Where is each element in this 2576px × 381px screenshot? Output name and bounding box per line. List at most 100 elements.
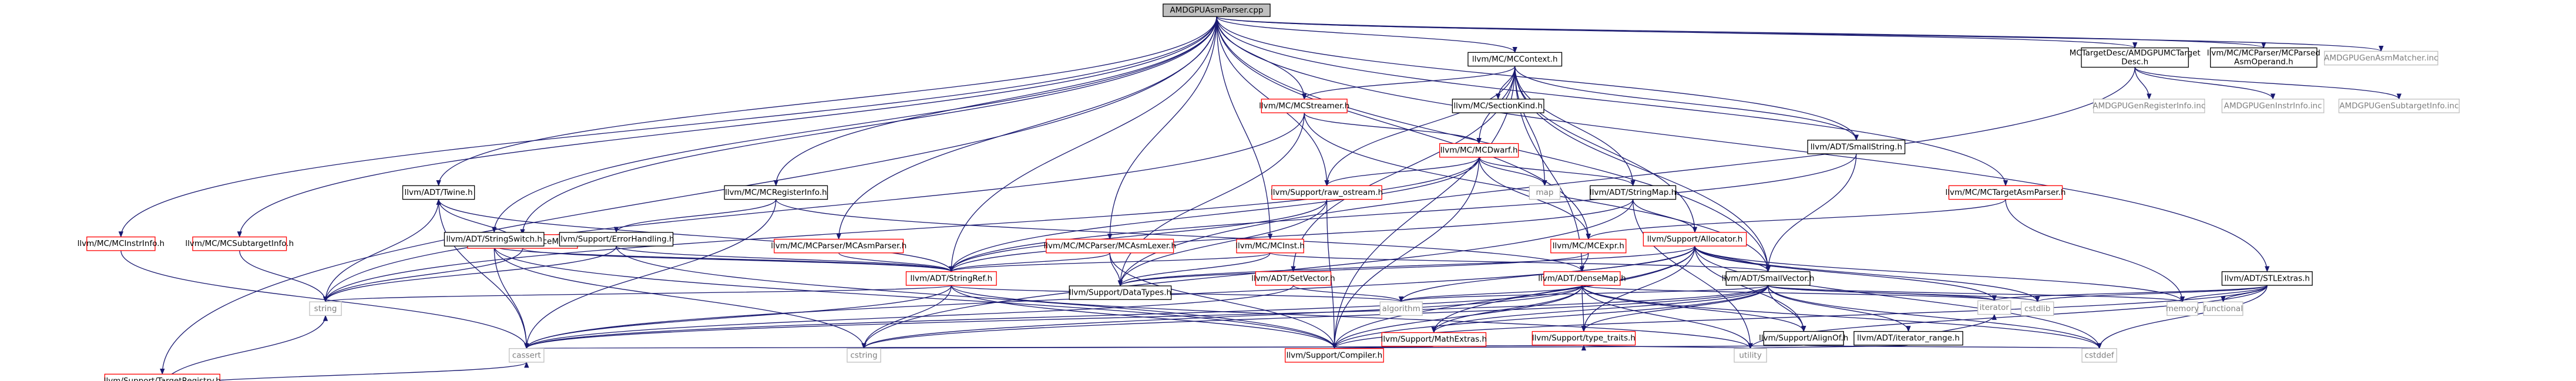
node-targetregistry[interactable]: llvm/Support/TargetRegistry.h	[104, 373, 221, 381]
edge-smallvector-to-iteratorrange	[1768, 285, 1911, 332]
node-mccontext[interactable]: llvm/MC/MCContext.h	[1467, 52, 1563, 67]
edge-stringref-to-cassert	[524, 285, 952, 349]
edge-smallvector-to-iterator	[1768, 285, 1997, 302]
node-rawostream[interactable]: llvm/Support/raw_ostream.h	[1271, 185, 1383, 200]
node-box	[2020, 301, 2054, 316]
node-label: llvm/Support/AlignOf.h	[1759, 333, 1848, 343]
node-label: llvm/MC/MCRegisterInfo.h	[725, 188, 827, 197]
node-label: string	[314, 304, 337, 313]
node-smallstring[interactable]: llvm/ADT/SmallString.h	[1807, 140, 1906, 154]
node-mcstreamer[interactable]: llvm/MC/MCStreamer.h	[1259, 99, 1349, 113]
edge-allocator-to-cstdlib	[1694, 245, 2040, 303]
edge-mcasmparser-to-stringref	[838, 252, 954, 272]
edge-densemap-to-utility	[1581, 285, 1753, 349]
edge-stringref-to-utility	[951, 285, 1753, 349]
node-label: llvm/Support/Allocator.h	[1647, 234, 1743, 244]
edge-root-to-amdgpuparsed	[1216, 16, 2266, 49]
node-label: llvm/ADT/StringSwitch.h	[446, 234, 542, 244]
node-label: cstdlib	[2024, 304, 2050, 313]
node-mcexpr[interactable]: llvm/MC/MCExpr.h	[1550, 238, 1627, 254]
edge-root-to-twine	[436, 16, 1217, 187]
node-alignof[interactable]: llvm/Support/AlignOf.h	[1759, 331, 1848, 346]
node-box	[1550, 238, 1627, 254]
edge-twine-to-cassert	[438, 199, 529, 349]
node-box	[509, 348, 545, 363]
edge-amdgpumctarget-to-geninstrinfo	[2134, 67, 2276, 100]
edge-mcregisterinfo-to-errorhandling	[613, 199, 777, 233]
edge-root-to-genasmmatcher	[1216, 16, 2383, 52]
node-mcinst[interactable]: llvm/MC/MCInst.h	[1235, 238, 1305, 254]
node-root[interactable]: AMDGPUAsmParser.cpp	[1163, 4, 1271, 17]
node-allocator[interactable]: llvm/Support/Allocator.h	[1643, 232, 1747, 247]
node-mcasmparser[interactable]: llvm/MC/MCParser/MCAsmParser.h	[771, 238, 906, 254]
edge-root-to-mcstreamer	[1216, 16, 1307, 100]
node-stlextras[interactable]: llvm/ADT/STLExtras.h	[2221, 271, 2313, 286]
edge-root-to-mcasmparser	[836, 16, 1217, 240]
node-gensubtarget: AMDGPUGenSubtargetInfo.inc	[2338, 99, 2460, 113]
node-mcsectionkind[interactable]: llvm/MC/SectionKind.h	[1452, 99, 1544, 113]
edge-mcstreamer-to-string	[323, 113, 1305, 303]
node-mcinstrinfo[interactable]: llvm/MC/MCInstrInfo.h	[78, 236, 164, 251]
node-box	[2221, 99, 2325, 113]
edge-targetregistry-to-cassert	[201, 361, 529, 381]
node-label: llvm/Support/raw_ostream.h	[1271, 188, 1383, 197]
node-stringref[interactable]: llvm/ADT/StringRef.h	[905, 271, 997, 286]
edge-amdgpumctarget-to-gensubtarget	[2134, 67, 2402, 100]
node-label: llvm/MC/MCParser/MCParsed	[2207, 49, 2320, 58]
node-label: AMDGPUGenSubtargetInfo.inc	[2339, 101, 2459, 110]
edge-mccontext-to-allocator	[1514, 66, 1698, 233]
node-twine[interactable]: llvm/ADT/Twine.h	[402, 185, 475, 200]
edge-densemap-to-compiler	[1332, 285, 1583, 349]
node-stringswitch[interactable]: llvm/ADT/StringSwitch.h	[444, 232, 545, 247]
node-memory: memory	[2166, 301, 2199, 316]
node-mcregisterinfo[interactable]: llvm/MC/MCRegisterInfo.h	[724, 185, 828, 200]
node-mctargetasmparser[interactable]: llvm/MC/MCTargetAsmParser.h	[1946, 185, 2066, 200]
node-iteratorrange[interactable]: llvm/ADT/iterator_range.h	[1853, 331, 1963, 346]
node-box	[444, 232, 545, 247]
node-label: AsmOperand.h	[2234, 58, 2293, 67]
node-mcasmlexer[interactable]: llvm/MC/MCParser/MCAsmLexer.h	[1043, 238, 1176, 254]
node-stringmap[interactable]: llvm/ADT/StringMap.h	[1590, 185, 1676, 200]
edge-smallvector-to-algorithm	[1399, 285, 1769, 303]
node-box	[2081, 47, 2189, 68]
node-label: cassert	[512, 350, 541, 360]
node-typetraits[interactable]: llvm/Support/type_traits.h	[1532, 331, 1636, 346]
node-mcdwarf[interactable]: llvm/MC/MCDwarf.h	[1439, 143, 1519, 158]
node-box	[1643, 232, 1747, 247]
node-densemap[interactable]: llvm/ADT/DenseMap.h	[1538, 271, 1626, 286]
edge-densemap-to-alignof	[1581, 285, 1806, 332]
node-cstdlib: cstdlib	[2020, 301, 2054, 316]
node-label: llvm/ADT/DenseMap.h	[1538, 274, 1626, 283]
node-box	[1271, 185, 1382, 200]
node-box	[2203, 301, 2243, 316]
node-box	[402, 185, 475, 200]
node-mcsubtarget[interactable]: llvm/MC/MCSubtargetInfo.h	[185, 236, 294, 251]
node-box	[559, 232, 674, 247]
edge-mcdwarf-to-rawostream	[1324, 157, 1480, 187]
edge-stringmap-to-allocator	[1633, 199, 1698, 233]
node-datatypes[interactable]: llvm/Support/DataTypes.h	[1069, 285, 1172, 300]
node-box	[1381, 332, 1487, 347]
edge-root-to-mcinstrinfo	[118, 16, 1217, 238]
edge-smallvector-to-memory	[1768, 285, 2185, 303]
node-mathextras[interactable]: llvm/Support/MathExtras.h	[1381, 332, 1487, 347]
edge-mctargetasmparser-to-mcexpr	[1586, 199, 2006, 240]
node-errorhandling[interactable]: llvm/Support/ErrorHandling.h	[559, 232, 674, 247]
edge-root-to-mcsubtarget	[237, 16, 1217, 238]
node-label: MCTargetDesc/AMDGPUMCTarget	[2070, 49, 2201, 58]
node-label: llvm/MC/MCParser/MCAsmParser.h	[771, 241, 906, 251]
node-box	[1236, 238, 1304, 254]
node-box	[1948, 185, 2063, 200]
edge-mcinst-to-datatypes	[1117, 252, 1271, 287]
node-smallvector[interactable]: llvm/ADT/SmallVector.h	[1722, 271, 1815, 286]
edge-root-to-stringswitch	[492, 16, 1217, 233]
edge-errorhandling-to-compiler	[616, 246, 1337, 349]
node-setvector[interactable]: llvm/ADT/SetVector.h	[1251, 271, 1335, 286]
edge-mcinst-to-stringref	[949, 252, 1271, 272]
edge-allocator-to-iterator	[1694, 245, 1997, 302]
node-label: llvm/MC/MCStreamer.h	[1259, 101, 1349, 110]
node-compiler[interactable]: llvm/Support/Compiler.h	[1285, 348, 1384, 363]
